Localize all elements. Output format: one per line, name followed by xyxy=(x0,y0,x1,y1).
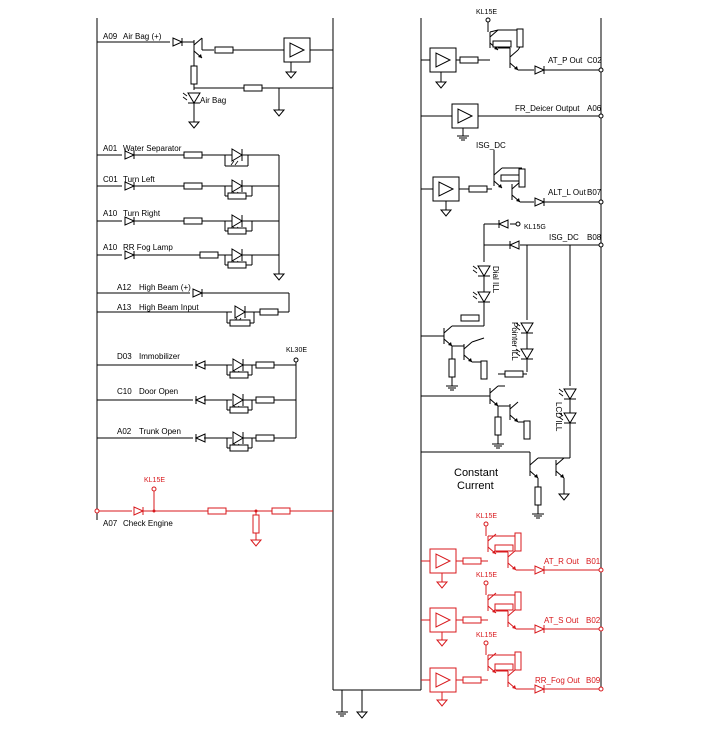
turn-left-pin: C01 xyxy=(103,175,118,184)
trunk-open-name: Trunk Open xyxy=(139,427,181,436)
kl30e-led-group: KL30E D03 Immobilizer C10 Door Open xyxy=(97,347,307,452)
door-open-pin: C10 xyxy=(117,387,132,396)
at-r-kl15e: KL15E xyxy=(476,513,497,520)
at-p-output-circuit: KL15E AT_P Out C02 xyxy=(421,9,604,89)
high-beam-input-name: High Beam Input xyxy=(139,303,199,312)
fr-deicer-name: FR_Deicer Output xyxy=(515,104,580,113)
isg-dc-label: ISG_DC xyxy=(476,141,506,150)
check-engine-name: Check Engine xyxy=(123,519,173,528)
illumination-circuit: Dial ILL Pointer ILL LCD ILL xyxy=(421,219,604,519)
check-engine-pin: A07 xyxy=(103,519,118,528)
rr-fog-output-circuit: KL15E RR_Fog Out B09 xyxy=(421,632,604,707)
kl15g-label: KL15G xyxy=(524,224,546,231)
lcd-ill-label: LCD ILL xyxy=(554,402,563,432)
rr-fog-pin: A10 xyxy=(103,243,118,252)
high-beam-plus-pin: A12 xyxy=(117,283,132,292)
at-s-pin: B02 xyxy=(586,616,601,625)
trunk-open-pin: A02 xyxy=(117,427,132,436)
at-s-name: AT_S Out xyxy=(544,616,579,625)
rr-fog-out-kl15e: KL15E xyxy=(476,632,497,639)
fr-deicer-pin: A06 xyxy=(587,104,602,113)
at-p-pin: C02 xyxy=(587,56,602,65)
airbag-circuit: A09 Air Bag (+) Air Bag xyxy=(97,32,333,129)
door-open-name: Door Open xyxy=(139,387,178,396)
dial-ill-label: Dial ILL xyxy=(491,266,500,294)
rr-fog-out-pin: B09 xyxy=(586,676,601,685)
check-engine-kl15e: KL15E xyxy=(144,477,165,484)
at-s-kl15e: KL15E xyxy=(476,572,497,579)
high-beam-input-pin: A13 xyxy=(117,303,132,312)
constant-current-line2: Current xyxy=(457,480,494,492)
airbag-pin: A09 xyxy=(103,32,118,41)
alt-l-output-circuit: ISG_DC ALT_L Out B07 xyxy=(421,141,604,217)
turn-left-name: Turn Left xyxy=(123,175,155,184)
rr-fog-out-name: RR_Fog Out xyxy=(535,676,581,685)
isg-dc-out-name: ISG_DC xyxy=(549,233,579,242)
airbag-name: Air Bag (+) xyxy=(123,32,162,41)
at-r-name: AT_R Out xyxy=(544,557,580,566)
warning-led-group: A01 Water Separator C01 Turn Left A10 Tu… xyxy=(97,144,285,281)
high-beam-circuit: A12 High Beam (+) A13 High Beam Input xyxy=(97,283,290,327)
isg-dc-out-pin: B08 xyxy=(587,233,602,242)
high-beam-plus-name: High Beam (+) xyxy=(139,283,191,292)
rr-fog-name: RR Fog Lamp xyxy=(123,243,173,252)
turn-right-name: Turn Right xyxy=(123,209,161,218)
water-sep-pin: A01 xyxy=(103,144,118,153)
at-r-pin: B01 xyxy=(586,557,601,566)
at-p-name: AT_P Out xyxy=(548,56,583,65)
fr-deicer-circuit: FR_Deicer Output A06 xyxy=(421,103,604,141)
alt-l-name: ALT_L Out xyxy=(548,188,587,197)
water-sep-name: Water Separator xyxy=(123,144,182,153)
frame-lines xyxy=(96,18,602,719)
turn-right-pin: A10 xyxy=(103,209,118,218)
check-engine-circuit: KL15E A07 Check Engine xyxy=(94,477,333,547)
immobilizer-name: Immobilizer xyxy=(139,352,180,361)
at-s-output-circuit: KL15E AT_S Out B02 xyxy=(421,572,604,647)
immobilizer-pin: D03 xyxy=(117,352,132,361)
alt-l-pin: B07 xyxy=(587,188,602,197)
kl30e-label: KL30E xyxy=(286,347,307,354)
at-r-output-circuit: KL15E AT_R Out B01 xyxy=(421,513,604,589)
airbag-lamp-label: Air Bag xyxy=(200,96,226,105)
constant-current-line1: Constant xyxy=(454,467,498,479)
pointer-ill-label: Pointer ILL xyxy=(510,322,519,361)
at-p-kl15e: KL15E xyxy=(476,9,497,16)
